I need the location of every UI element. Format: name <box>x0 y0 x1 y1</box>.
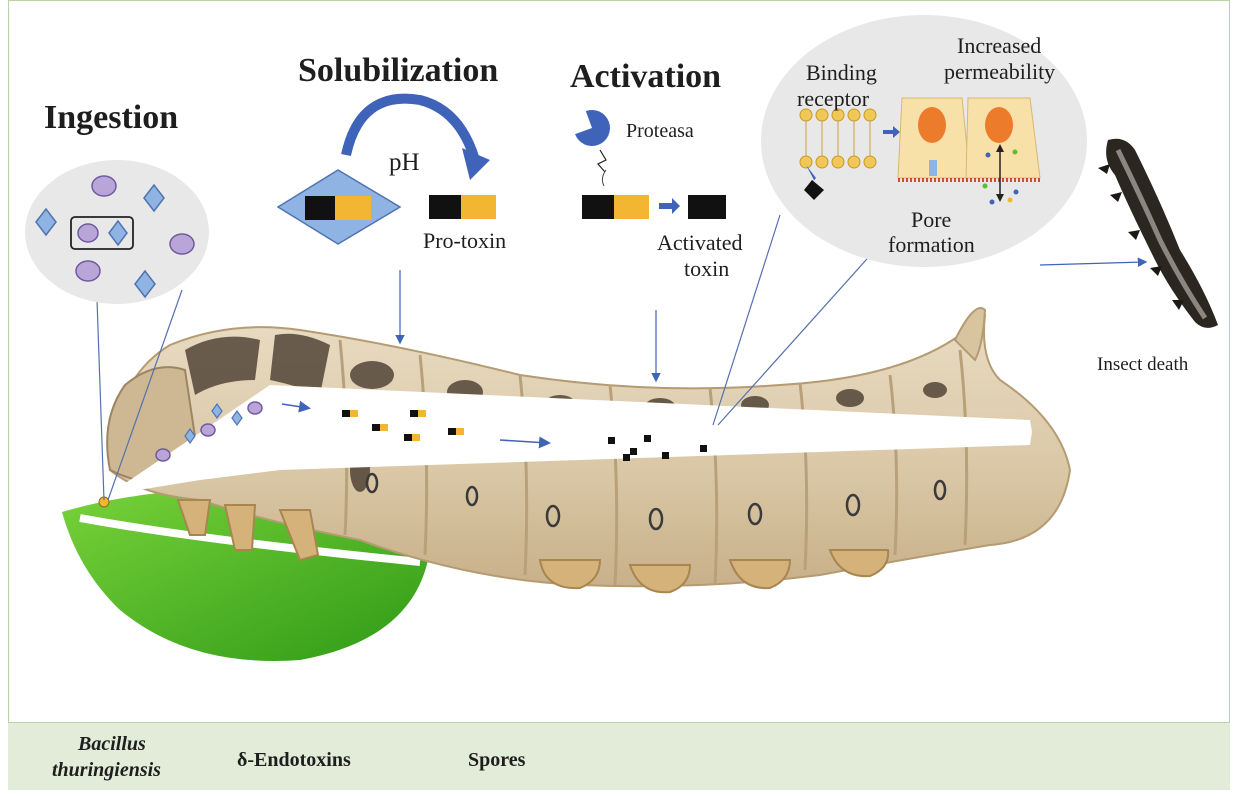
stage-title-activation: Activation <box>570 58 722 95</box>
receptor-zoom <box>712 15 1087 426</box>
stage-title-ingestion: Ingestion <box>44 99 179 136</box>
pro-toxin-particles <box>342 410 464 441</box>
stage-title-solubilization: Solubilization <box>298 52 499 89</box>
proteasa-label: Proteasa <box>626 120 694 142</box>
pore-formation-label-2: formation <box>888 232 975 257</box>
insect-death-label: Insect death <box>1097 354 1189 375</box>
activated-toxin-label-1: Activated <box>657 230 743 255</box>
solubilization-diagram <box>276 93 496 345</box>
caterpillar <box>98 307 1072 594</box>
activated-toxin-particles <box>608 435 707 461</box>
legend: Bacillus thuringiensis δ-Endotoxins Spor… <box>8 722 1230 790</box>
ingestion-zoom <box>25 160 209 501</box>
legend-bt-label-1: Bacillus <box>78 733 146 755</box>
legend-endotoxins-label: δ-Endotoxins <box>237 749 351 771</box>
gut-contents <box>155 400 707 462</box>
legend-spores-label: Spores <box>468 749 526 771</box>
binding-receptor-label-1: Binding <box>806 60 877 85</box>
leaf <box>62 490 428 661</box>
pro-toxin-label: Pro-toxin <box>423 228 507 253</box>
legend-bt-label-2: thuringiensis <box>52 759 161 781</box>
dead-insect <box>1039 138 1218 328</box>
ph-label: pH <box>389 149 420 176</box>
increased-permeability-label-2: permeability <box>944 59 1056 84</box>
activation-diagram <box>575 110 726 383</box>
pore-formation-label-1: Pore <box>911 207 952 232</box>
activated-toxin-label-2: toxin <box>684 256 730 281</box>
increased-permeability-label-1: Increased <box>957 33 1042 58</box>
binding-receptor-label-2: receptor <box>797 86 870 111</box>
